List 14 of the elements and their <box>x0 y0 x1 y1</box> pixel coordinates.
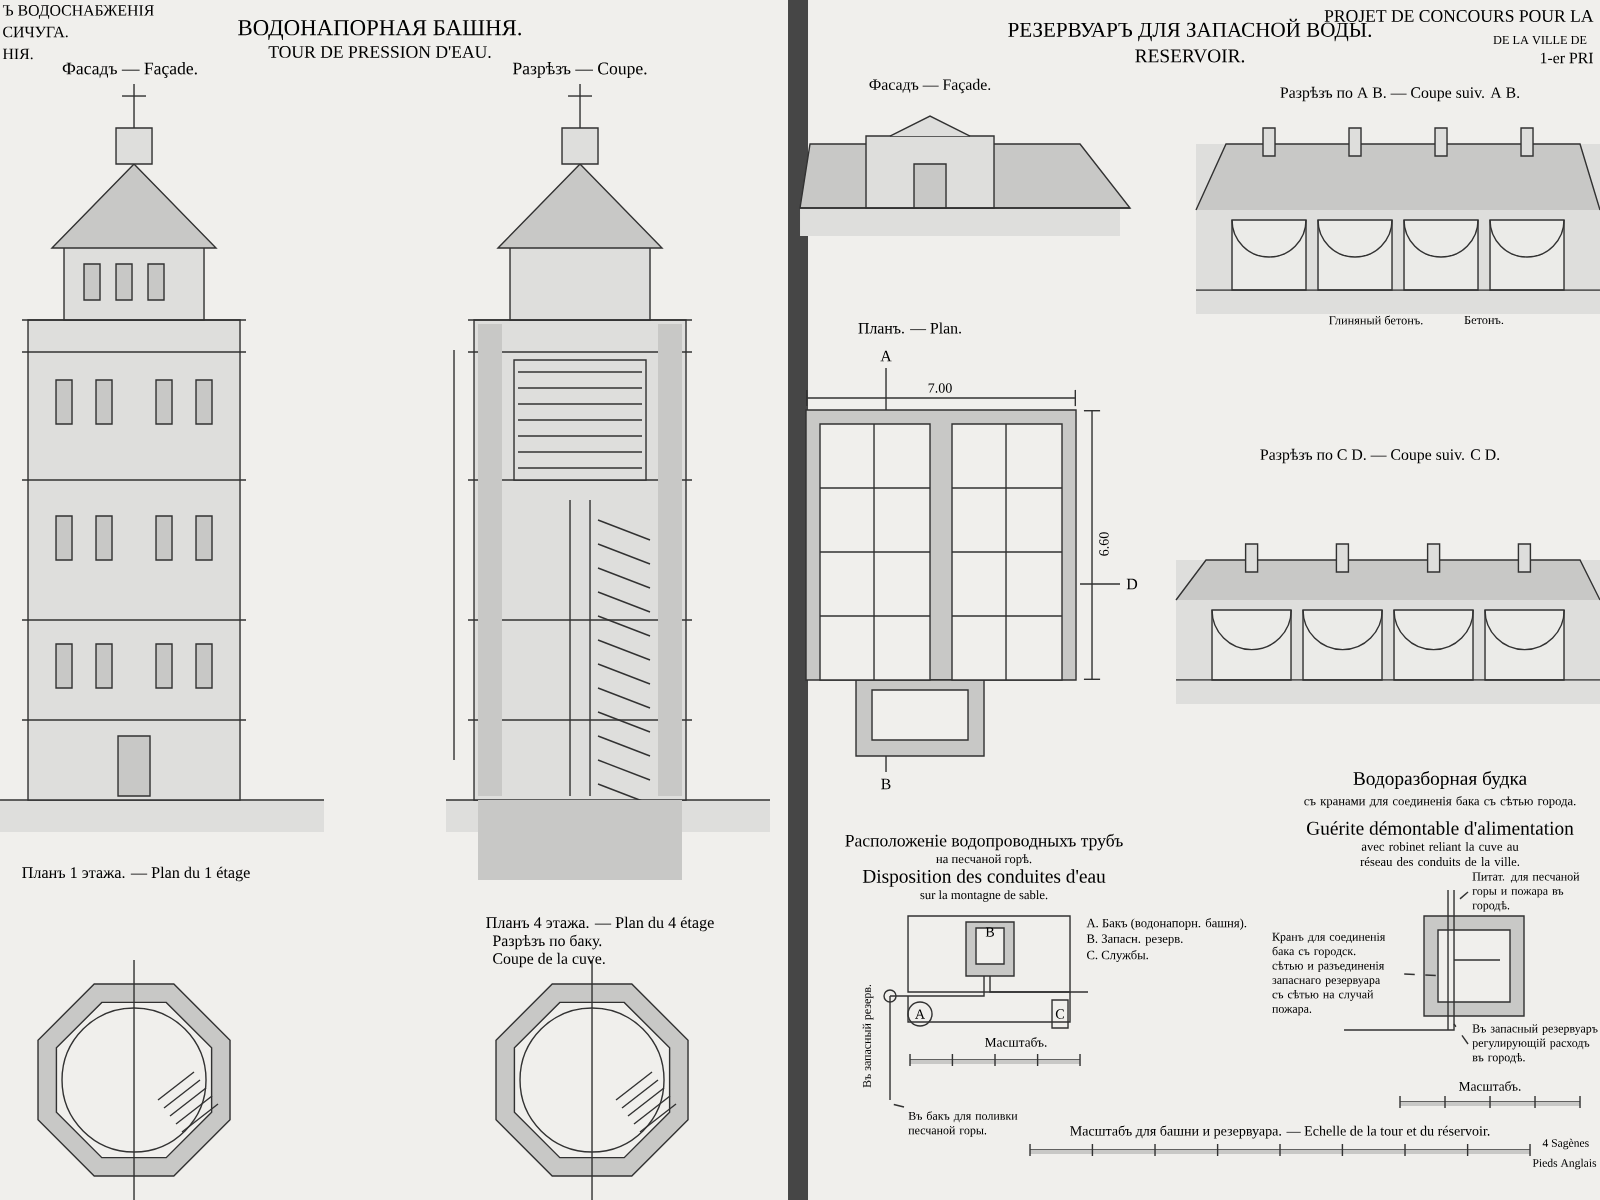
view-caption: Disposition des conduites d'eau <box>862 869 1106 887</box>
view-caption: Расположеніе водопроводныхъ трубъ <box>845 833 1123 851</box>
plate-subtitle: TOUR DE PRESSION D'EAU. <box>268 46 491 58</box>
leader-line <box>891 1103 905 1108</box>
leader-line <box>1453 1023 1469 1045</box>
view-caption: Водоразборная будка <box>1353 771 1527 790</box>
plate-subtitle: RESERVOIR. <box>1135 49 1245 63</box>
view-caption: Фасадъ — Façade. <box>62 62 197 78</box>
plate-title: ВОДОНАПОРНАЯ БАШНЯ. <box>238 20 521 40</box>
view-caption: Разрѣзъ — Coupe. <box>512 62 647 78</box>
header-text: PROJET DE CONCOURS POUR LA <box>1324 10 1594 22</box>
view-caption: Guérite démontable d'alimentation <box>1307 821 1574 835</box>
view-caption: Планъ 1 этажа. — Plan du 1 étage <box>22 866 250 882</box>
view-caption: Планъ 4 этажа. — Plan du 4 étage <box>486 916 714 932</box>
